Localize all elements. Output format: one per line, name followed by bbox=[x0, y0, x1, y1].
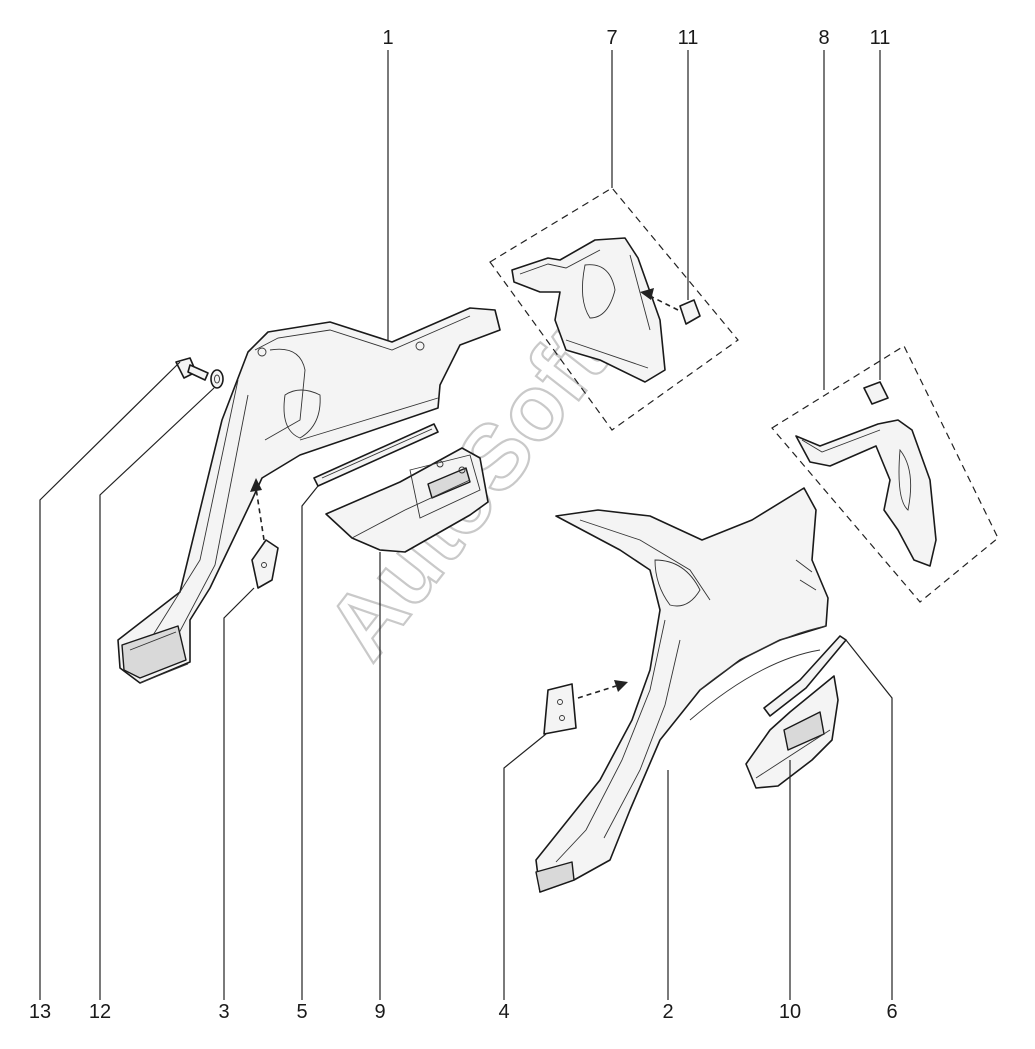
assembly-arrow-part-4 bbox=[577, 685, 617, 699]
assembly-arrow-part-3 bbox=[255, 487, 265, 541]
callout-13: 13 bbox=[29, 1001, 51, 1023]
callout-7: 7 bbox=[606, 27, 617, 49]
callout-10: 10 bbox=[779, 1001, 801, 1023]
callout-12: 12 bbox=[89, 1001, 111, 1023]
part-7-group bbox=[489, 187, 739, 431]
part-3-bracket bbox=[251, 539, 279, 589]
part-9-wheel-arch-panel bbox=[325, 447, 489, 553]
arrowhead-part-4 bbox=[614, 680, 628, 692]
callout-11-lower: 11 bbox=[870, 27, 891, 49]
part-4-bracket bbox=[543, 683, 577, 735]
part-13-bolt bbox=[175, 357, 209, 381]
part-5-strip bbox=[313, 423, 439, 487]
callout-8: 8 bbox=[818, 27, 829, 49]
arrowhead-part-3 bbox=[250, 478, 262, 492]
callout-9: 9 bbox=[374, 1001, 385, 1023]
callout-11-upper: 11 bbox=[678, 27, 699, 49]
part-12-washer bbox=[210, 369, 224, 389]
arrowhead-part-11-upper bbox=[640, 288, 654, 300]
callout-5: 5 bbox=[296, 1001, 307, 1023]
leader-lines bbox=[39, 50, 893, 1000]
callout-1: 1 bbox=[382, 27, 393, 49]
callout-2: 2 bbox=[662, 1001, 673, 1023]
callout-4: 4 bbox=[498, 1001, 509, 1023]
callout-3: 3 bbox=[218, 1001, 229, 1023]
callout-labels: 1 7 11 8 11 13 12 3 5 9 4 2 10 6 bbox=[29, 27, 898, 1023]
part-8-group bbox=[771, 345, 999, 603]
part-10-arch-liner bbox=[745, 675, 839, 789]
part-11-clip-upper bbox=[679, 299, 701, 325]
part-1-inner-quarter-panel bbox=[117, 307, 501, 684]
part-2-outer-quarter-panel bbox=[535, 487, 829, 893]
callout-6: 6 bbox=[886, 1001, 897, 1023]
part-11-clip-lower bbox=[863, 381, 889, 405]
